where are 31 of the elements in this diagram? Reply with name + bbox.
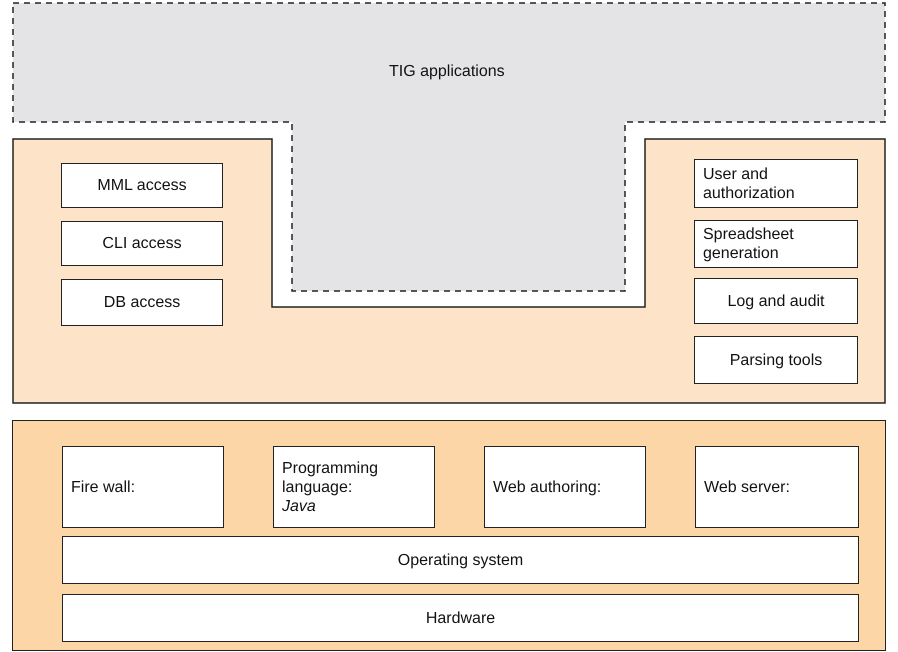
box-label: Fire wall:: [71, 478, 136, 496]
component-box: [484, 446, 646, 528]
box-label: Web authoring:: [493, 478, 602, 496]
component-box: [62, 594, 859, 642]
application-layer-shape: [12, 2, 886, 292]
component-box: [694, 278, 858, 324]
box-label: CLI access: [102, 234, 182, 253]
box-label: DB access: [104, 293, 180, 312]
component-box: [61, 163, 223, 208]
component-box: [694, 220, 858, 268]
box-label: Web server:: [704, 478, 790, 496]
component-box: [273, 446, 435, 528]
component-box: [694, 159, 858, 208]
component-box: [694, 336, 858, 384]
box-label: Java: [282, 496, 316, 516]
box-label: User and authorization: [703, 164, 796, 202]
box-label: Parsing tools: [730, 350, 822, 370]
box-label: Hardware: [426, 608, 496, 628]
box-label: MML access: [97, 176, 187, 195]
platform-layer-band: [12, 420, 886, 651]
box-label: Programming language:: [282, 458, 380, 496]
middleware-layer-band: [12, 138, 886, 404]
component-box: [61, 221, 223, 266]
layer-title: TIG applications: [389, 62, 505, 81]
box-label: Log and audit: [728, 292, 824, 310]
component-box: [62, 446, 224, 528]
box-label: Operating system: [398, 550, 524, 570]
component-box: [695, 446, 859, 528]
box-label: Spreadsheet generation: [703, 225, 795, 263]
component-box: [62, 536, 859, 584]
component-box: [61, 279, 223, 326]
